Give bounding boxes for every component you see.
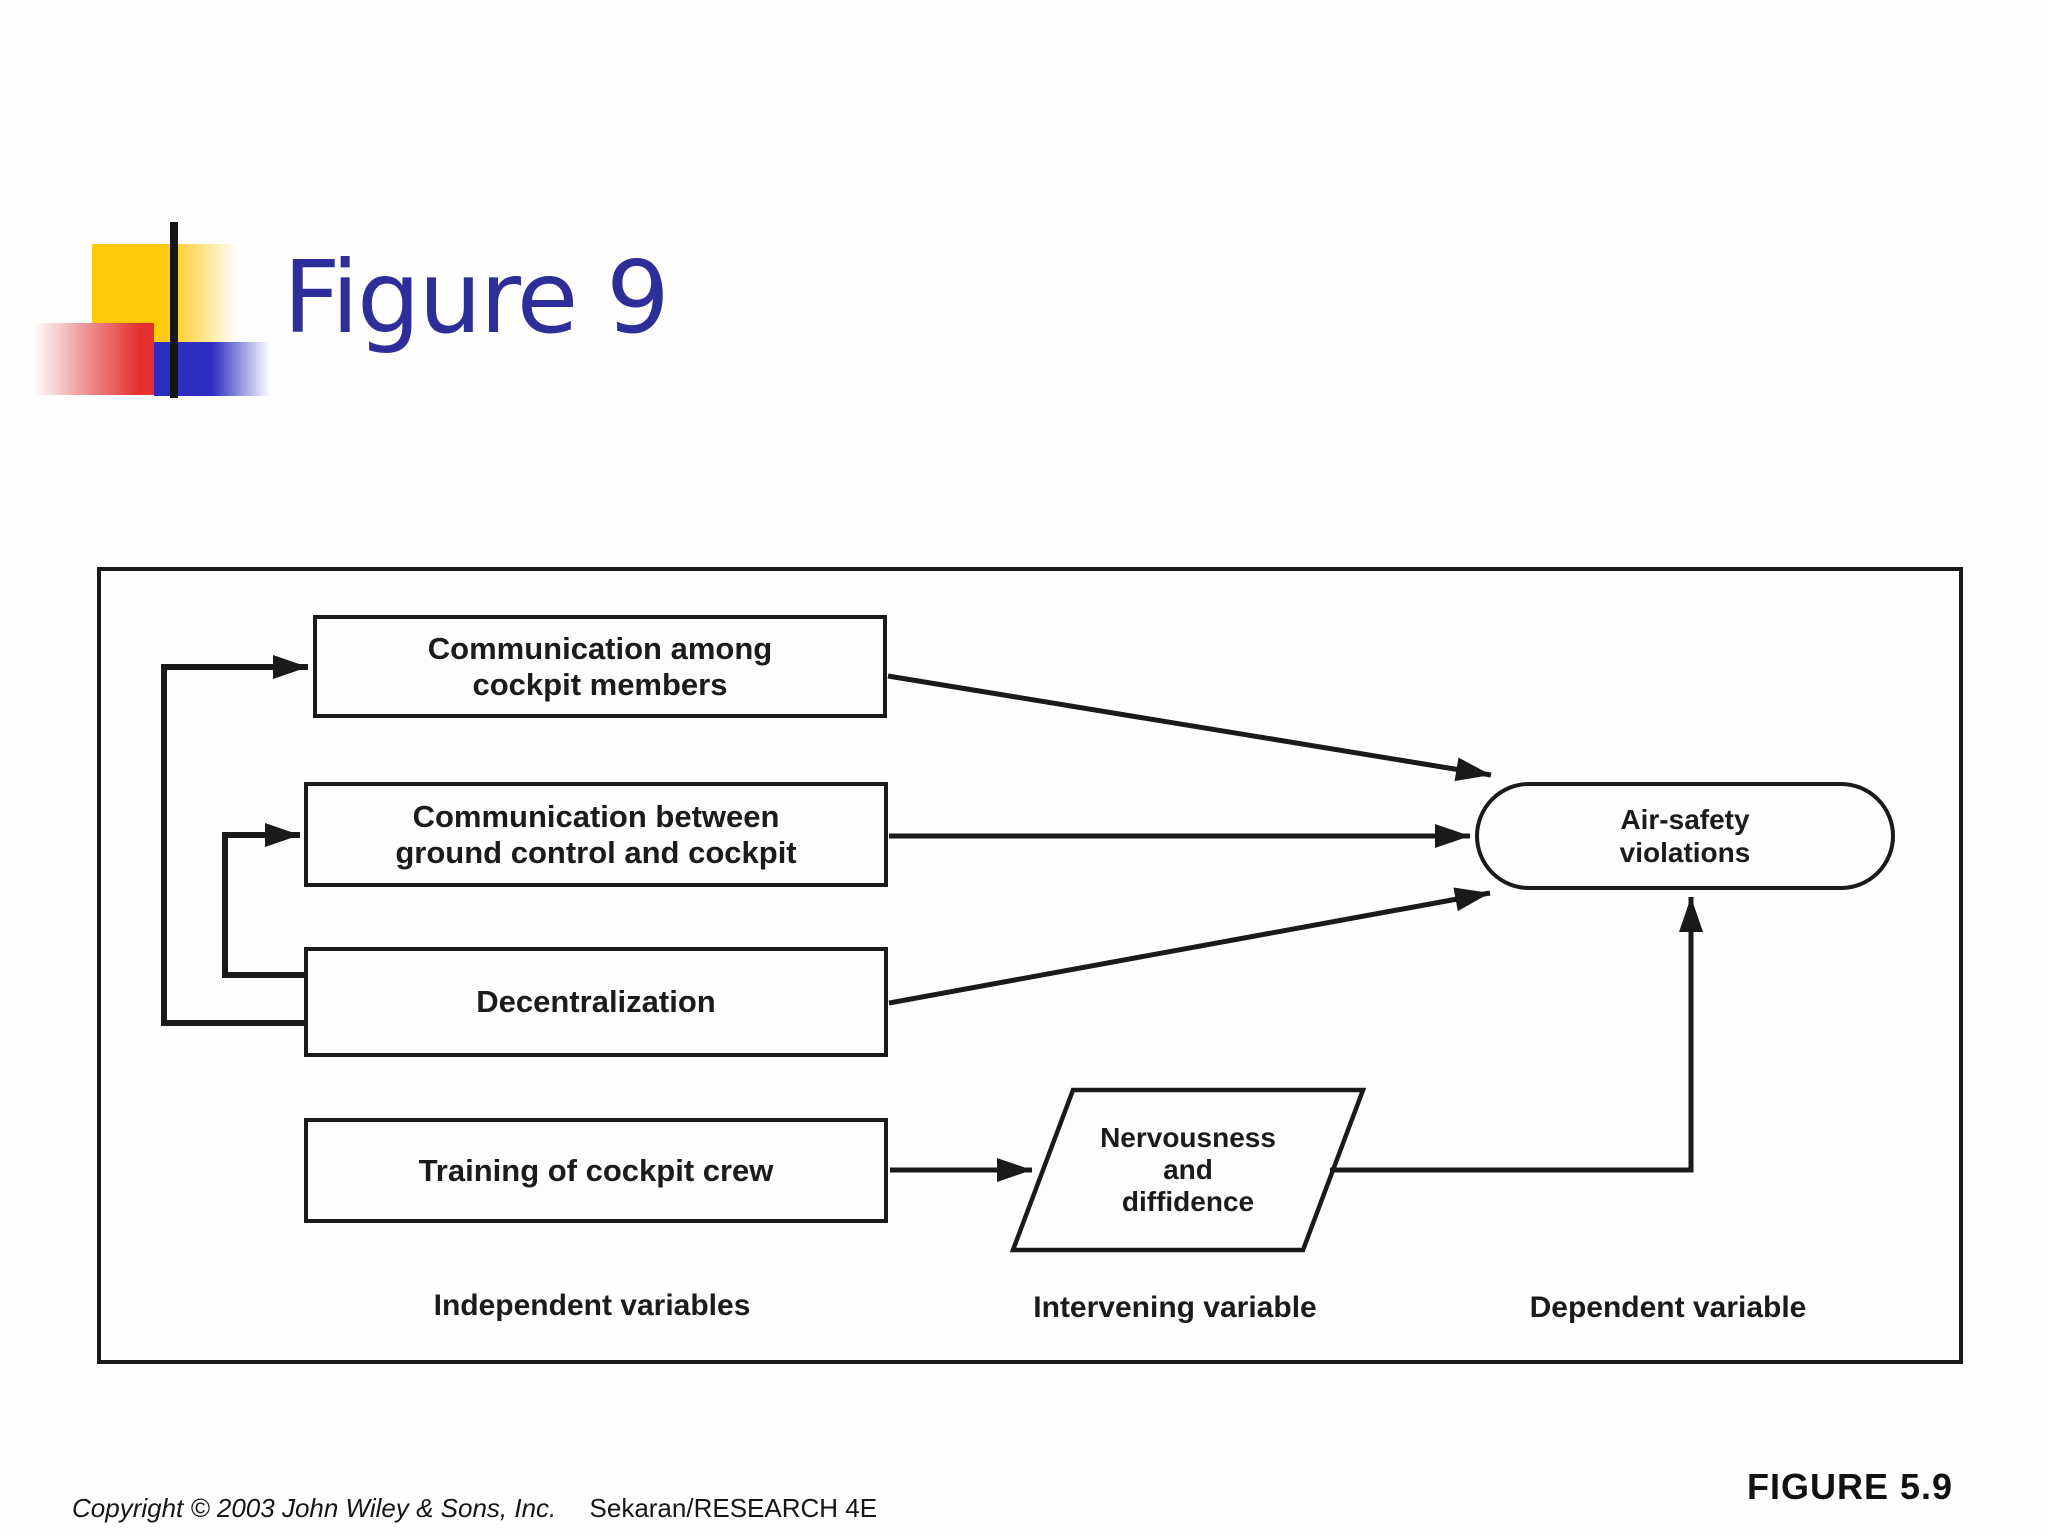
label-dependent-variable: Dependent variable	[1529, 1291, 1807, 1324]
source-text: Sekaran/RESEARCH 4E	[589, 1493, 878, 1523]
footer-copyright: Copyright © 2003 John Wiley & Sons, Inc.…	[72, 1493, 877, 1524]
box-decentralization: Decentralization	[304, 947, 888, 1057]
arrow-nervousness-to-airsafety	[1330, 897, 1703, 1173]
link-decentralization-to-communication-among	[161, 655, 308, 1026]
decor-red-bar	[34, 323, 154, 395]
parallelogram-nervousness-label: Nervousness and diffidence	[1100, 1122, 1276, 1217]
box-communication-among-cockpit: Communication among cockpit members	[313, 615, 887, 718]
parallelogram-nervousness	[1009, 1087, 1367, 1253]
copyright-text: Copyright © 2003 John Wiley & Sons, Inc.	[72, 1493, 557, 1523]
stadium-air-safety-violations: Air-safety violations	[1475, 782, 1895, 890]
arrow-communication-among-to-airsafety	[887, 673, 1492, 782]
label-intervening-variable: Intervening variable	[1033, 1291, 1317, 1324]
arrow-decentralization-to-airsafety	[888, 887, 1491, 1006]
diagram-frame	[97, 567, 1963, 1364]
box-communication-ground-control: Communication between ground control and…	[304, 782, 888, 887]
slide-title: Figure 9	[283, 239, 670, 356]
box-training-cockpit-crew: Training of cockpit crew	[304, 1118, 888, 1223]
link-decentralization-to-communication-ground	[222, 823, 306, 978]
label-independent-variables: Independent variables	[433, 1289, 751, 1322]
decor-vertical-line	[170, 222, 178, 398]
figure-reference: FIGURE 5.9	[1747, 1466, 1954, 1507]
